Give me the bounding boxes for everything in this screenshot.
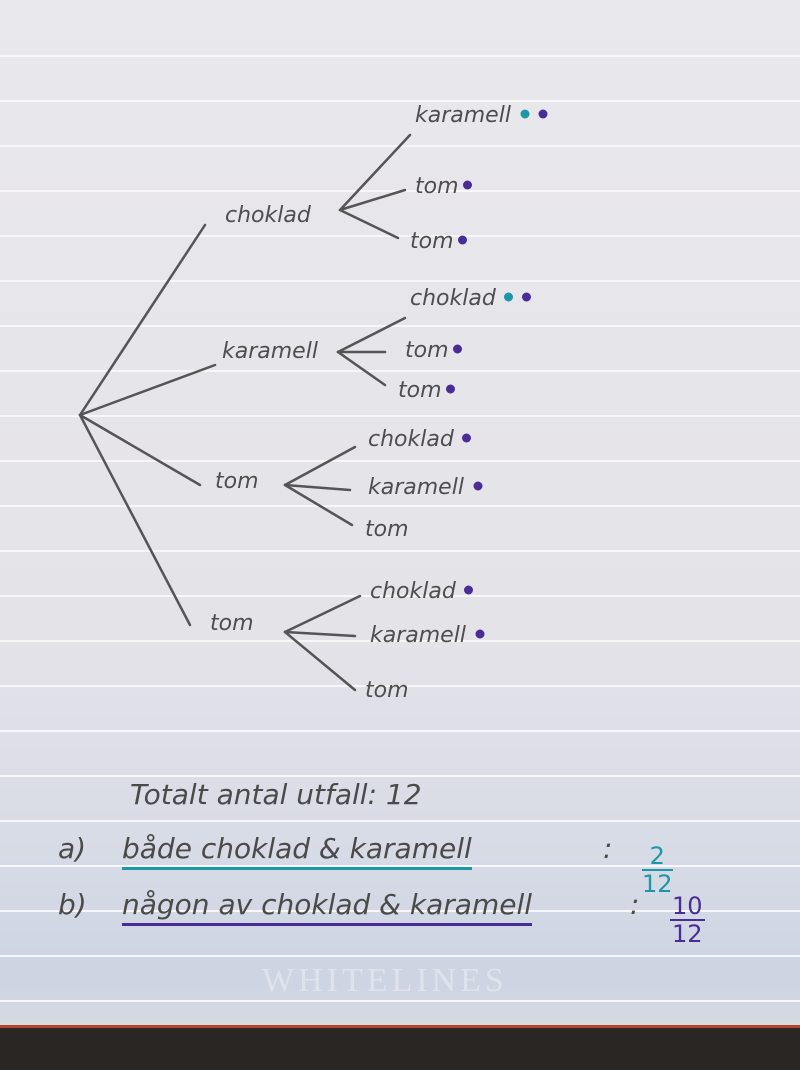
branch-line (78, 413, 192, 627)
branch-line (338, 208, 400, 240)
leaf-label: tom (365, 517, 409, 542)
purple-dot-marker (475, 629, 485, 639)
branch-line (283, 630, 357, 692)
question-a-label: a) (58, 832, 87, 865)
branch-line (338, 133, 412, 212)
leaf-label: choklad (370, 579, 457, 604)
answer-b-fraction: 10 12 (670, 893, 705, 947)
branch-line (78, 413, 202, 487)
leaf-label: karamell (368, 475, 464, 500)
purple-dot-marker (464, 585, 473, 595)
node-label: choklad (225, 203, 312, 228)
branch-line (338, 188, 407, 212)
leaf-label: choklad (410, 286, 497, 311)
leaf-label: tom (410, 229, 454, 254)
answer-a-numerator: 2 (642, 843, 673, 871)
purple-dot-marker (463, 180, 472, 190)
purple-dot-marker (522, 292, 531, 302)
total-outcomes: Totalt antal utfall: 12 (130, 778, 422, 811)
leaf-label: tom (365, 678, 409, 703)
purple-dot-marker (453, 344, 462, 354)
node-label: tom (210, 611, 254, 636)
leaf-label: choklad (368, 427, 455, 452)
question-b-label: b) (58, 888, 87, 921)
branch-line (283, 630, 357, 638)
leaf-label: karamell (370, 623, 466, 648)
purple-dot-marker (458, 235, 467, 245)
answer-b-numerator: 10 (670, 892, 705, 921)
colon: : (630, 888, 640, 921)
branch-line (283, 483, 352, 492)
leaf-label: tom (398, 378, 442, 403)
branch-line (336, 316, 407, 354)
question-b-text: någon av choklad & karamell (122, 888, 533, 926)
answer-b-denominator: 12 (672, 920, 703, 948)
answer-a-fraction: 2 12 (642, 843, 673, 897)
branch-line (283, 594, 362, 634)
teal-dot-marker (520, 109, 530, 119)
brand-watermark: WHITELINES (262, 962, 508, 999)
question-a-text: både choklad & karamell (122, 832, 472, 870)
tree-diagram: choklad karamell tom tom karamell choklad tom t… (78, 103, 548, 703)
leaf-label: tom (405, 338, 449, 363)
leaf-label: tom (415, 174, 459, 199)
purple-dot-marker (473, 481, 483, 491)
branch-line (78, 363, 217, 417)
purple-dot-marker (446, 384, 455, 394)
branch-line (283, 445, 357, 487)
branch-line (336, 350, 387, 387)
purple-dot-marker (538, 109, 548, 119)
branch-line (78, 223, 207, 417)
notebook-lines (0, 0, 800, 1025)
answer-a-denominator: 12 (642, 870, 673, 898)
node-label: tom (215, 469, 259, 494)
table-surface (0, 1025, 800, 1070)
teal-dot-marker (504, 292, 513, 302)
leaf-label: karamell (415, 103, 511, 128)
colon: : (603, 832, 613, 865)
purple-dot-marker (462, 433, 471, 443)
node-label: karamell (222, 339, 318, 364)
branch-line (283, 483, 354, 527)
